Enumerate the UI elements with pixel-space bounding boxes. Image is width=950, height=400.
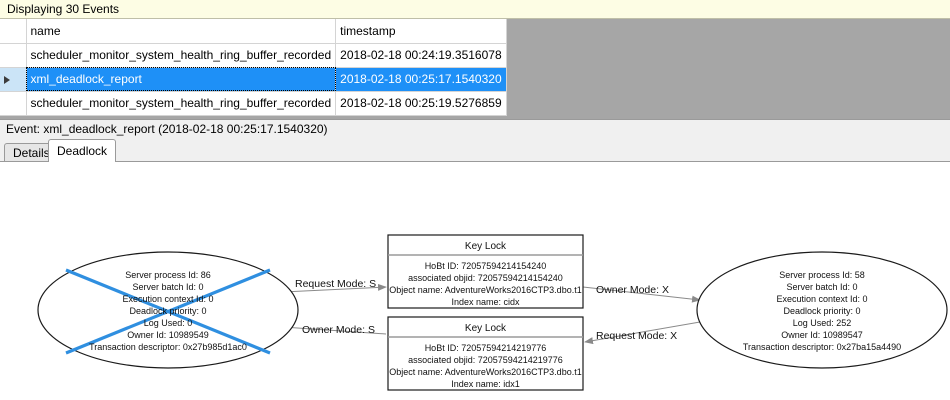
process-right-line-5: Owner Id: 10989547: [781, 330, 863, 340]
column-header-selector: [0, 19, 27, 44]
column-header-timestamp[interactable]: timestamp: [335, 19, 507, 44]
keylock-bottom-line-2: Object name: AdventureWorks2016CTP3.dbo.…: [389, 367, 581, 377]
process-left-line-5: Owner Id: 10989549: [127, 330, 209, 340]
resource-node-keylock-top[interactable]: Key Lock HoBt ID: 72057594214154240 asso…: [387, 234, 584, 309]
cell-name[interactable]: scheduler_monitor_system_health_ring_buf…: [26, 43, 337, 68]
cell-timestamp[interactable]: 2018-02-18 00:24:19.3516078: [335, 43, 507, 68]
row-selector-cell[interactable]: [0, 91, 27, 116]
process-left-line-0: Server process Id: 86: [125, 270, 211, 280]
process-right-line-6: Transaction descriptor: 0x27ba15a4490: [743, 342, 901, 352]
keylock-bottom-box[interactable]: [387, 316, 584, 391]
deadlock-graph-svg: Request Mode: S Owner Mode: S Owner Mode…: [37, 234, 948, 391]
cell-timestamp[interactable]: 2018-02-18 00:25:19.5276859: [335, 91, 507, 116]
column-header-name[interactable]: name: [26, 19, 337, 44]
resource-node-keylock-bottom[interactable]: Key Lock HoBt ID: 72057594214219776 asso…: [387, 316, 584, 391]
current-row-arrow-icon: [4, 75, 10, 84]
process-node-left[interactable]: Server process Id: 86 Server batch Id: 0…: [37, 251, 299, 369]
edge-right-owner: Owner Mode: X: [582, 284, 701, 303]
table-row[interactable]: scheduler_monitor_system_health_ring_buf…: [0, 43, 507, 68]
keylock-top-box[interactable]: [387, 234, 584, 309]
cell-name[interactable]: xml_deadlock_report: [26, 67, 337, 92]
row-selector-cell-current[interactable]: [0, 67, 27, 92]
keylock-top-line-2: Object name: AdventureWorks2016CTP3.dbo.…: [389, 285, 581, 295]
table-row[interactable]: scheduler_monitor_system_health_ring_buf…: [0, 91, 507, 116]
keylock-top-line-0: HoBt ID: 72057594214154240: [425, 261, 547, 271]
events-banner: Displaying 30 Events: [0, 0, 950, 19]
keylock-top-line-3: Index name: cidx: [451, 297, 520, 307]
keylock-top-line-1: associated objid: 72057594214154240: [408, 273, 563, 283]
process-left-line-4: Log Used: 0: [144, 318, 193, 328]
cell-timestamp[interactable]: 2018-02-18 00:25:17.1540320: [335, 67, 507, 92]
process-right-line-4: Log Used: 252: [793, 318, 852, 328]
process-left-line-3: Deadlock priority: 0: [129, 306, 206, 316]
table-row-selected[interactable]: xml_deadlock_report 2018-02-18 00:25:17.…: [0, 67, 507, 92]
keylock-top-title: Key Lock: [465, 241, 507, 252]
process-left-line-2: Execution context Id: 0: [122, 294, 213, 304]
row-selector-cell[interactable]: [0, 43, 27, 68]
process-right-line-2: Execution context Id: 0: [776, 294, 867, 304]
edge-label-left-request: Request Mode: S: [295, 278, 376, 290]
process-node-right[interactable]: Server process Id: 58 Server batch Id: 0…: [696, 251, 948, 369]
edge-label-right-request: Request Mode: X: [596, 330, 677, 342]
table-header-row: name timestamp: [0, 19, 507, 44]
keylock-bottom-line-3: Index name: idx1: [451, 379, 520, 389]
process-oval-right[interactable]: [696, 251, 948, 369]
tab-deadlock[interactable]: Deadlock: [48, 139, 117, 162]
tab-strip: Details Deadlock: [0, 139, 950, 162]
process-left-line-6: Transaction descriptor: 0x27b985d1ac0: [89, 342, 247, 352]
process-left-line-1: Server batch Id: 0: [132, 282, 203, 292]
edge-label-right-owner: Owner Mode: X: [596, 284, 669, 296]
edge-label-left-owner: Owner Mode: S: [302, 324, 375, 336]
event-detail-label: Event: xml_deadlock_report (2018-02-18 0…: [0, 119, 950, 139]
deadlock-graph-canvas[interactable]: Request Mode: S Owner Mode: S Owner Mode…: [0, 161, 950, 400]
events-grid-container[interactable]: name timestamp scheduler_monitor_system_…: [0, 19, 950, 119]
deadlock-victim-cross-icon: [65, 268, 271, 355]
process-right-line-3: Deadlock priority: 0: [783, 306, 860, 316]
keylock-bottom-title: Key Lock: [465, 323, 507, 334]
events-grid[interactable]: name timestamp scheduler_monitor_system_…: [0, 19, 507, 116]
process-right-line-1: Server batch Id: 0: [786, 282, 857, 292]
process-right-line-0: Server process Id: 58: [779, 270, 865, 280]
cell-name[interactable]: scheduler_monitor_system_health_ring_buf…: [26, 91, 337, 116]
edge-right-request: Request Mode: X: [584, 321, 701, 345]
keylock-bottom-line-0: HoBt ID: 72057594214219776: [425, 343, 547, 353]
keylock-bottom-line-1: associated objid: 72057594214219776: [408, 355, 563, 365]
